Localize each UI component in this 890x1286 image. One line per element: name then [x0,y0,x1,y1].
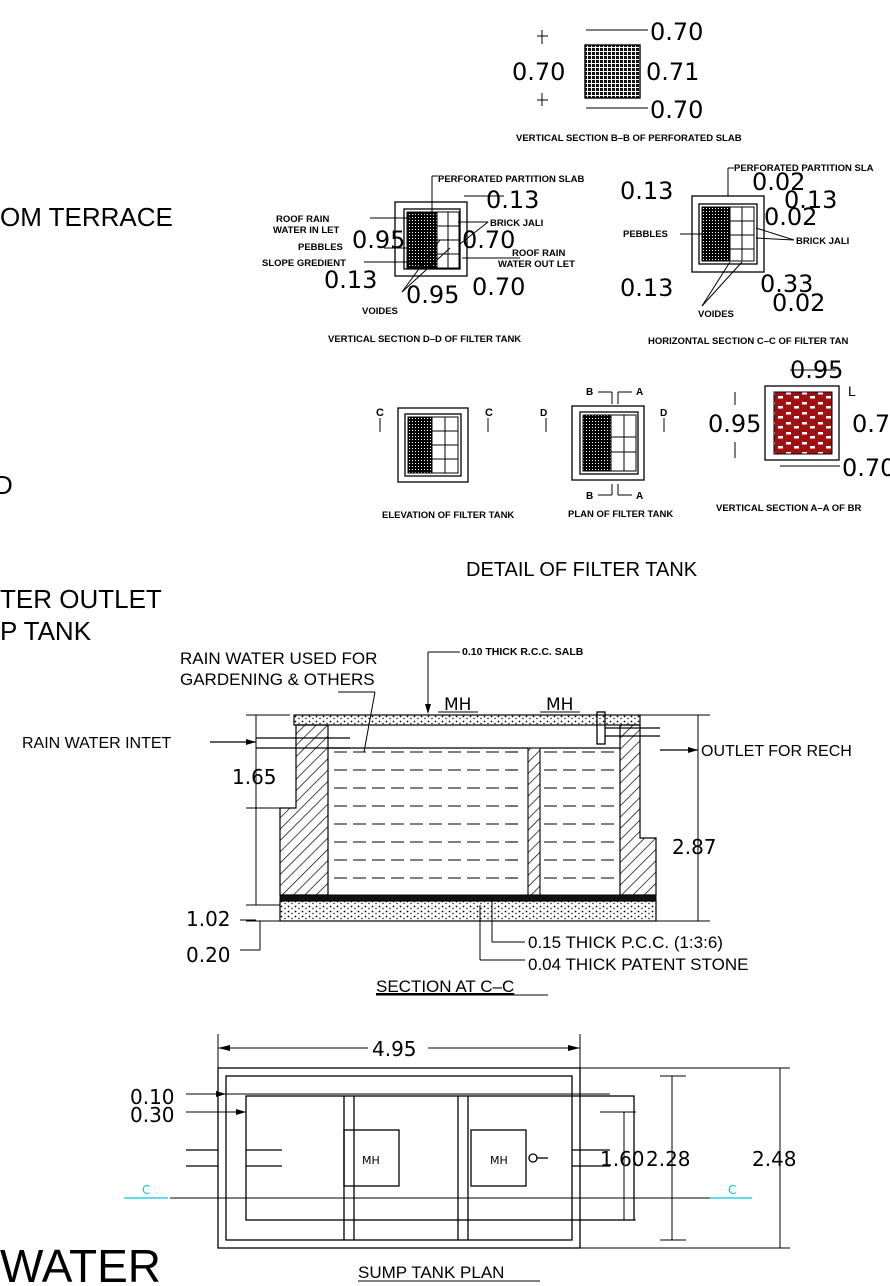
section-aa-dim-right: 0.70 [852,410,890,438]
sump-plan-dim-248: 2.48 [752,1147,797,1171]
fragment-d-mark: D [0,470,13,500]
section-dd-lbl-roof-in-1: ROOF RAIN [276,214,329,225]
sump-section-drawing: MH MH RAIN WATER USED FOR GARDENING & OT… [22,646,852,996]
fragment-outlet-line2: P TANK [0,616,92,646]
section-dd-lbl-partition: PERFORATED PARTITION SLAB [438,174,585,185]
sump-plan-title: SUMP TANK PLAN [358,1263,504,1282]
plan-d-left: D [540,408,547,419]
section-aa-detail: 0.95 0.95 L 0.70 0.70 VERTICAL SECTION A… [708,356,890,514]
slab-bb-dim-bottom: 0.70 [650,96,703,124]
section-aa-dim-left: 0.95 [708,410,761,438]
plan-b-top: B [586,387,593,398]
elevation-c-right: C [485,407,493,419]
section-aa-dim-bottom: 0.70 [842,454,890,482]
section-aa-title: VERTICAL SECTION A–A OF BR [716,503,861,514]
section-cc-dim-013-a: 0.13 [620,177,673,205]
section-cc-title: HORIZONTAL SECTION C–C OF FILTER TAN [648,336,849,347]
section-dd-dim-013-top: 0.13 [486,186,539,214]
section-dd-dim-070-right: 0.70 [462,226,515,254]
sump-plan-mh-2: MH [490,1154,508,1167]
section-cc-lbl-partition: PERFORATED PARTITION SLA [734,163,874,174]
sump-section-lbl-slab: 0.10 THICK R.C.C. SALB [462,646,584,658]
sump-plan-dim-030: 0.30 [130,1103,175,1127]
section-dd-dim-095-bottom: 0.95 [406,281,459,309]
section-cc-lbl-voides: VOIDES [698,309,734,320]
section-dd-lbl-pebbles: PEBBLES [298,242,343,253]
section-aa-mark-l: L [848,383,856,399]
section-dd-lbl-roof-out-2: WATER OUT LET [498,259,575,270]
slab-bb-dim-right: 0.71 [646,58,699,86]
section-cc-dim-002-c: 0.02 [772,289,825,317]
sump-plan-mh-1: MH [362,1154,380,1167]
elevation-detail: C C ELEVATION OF FILTER TANK [376,407,514,521]
sump-plan-dim-010: 0.10 [130,1085,175,1109]
section-cc-lbl-pebbles: PEBBLES [623,229,668,240]
sump-section-mh-1: MH [444,695,471,715]
fragment-outlet-line1: TER OUTLET [0,584,162,614]
sump-section-lbl-used-1: RAIN WATER USED FOR [180,649,377,668]
section-dd-lbl-voides: VOIDES [362,306,398,317]
slab-bb-dim-left: 0.70 [512,58,565,86]
section-dd-dim-095-left: 0.95 [352,226,405,254]
section-dd-lbl-brick-jali: BRICK JALI [490,218,543,229]
sump-plan-c-left: C [142,1183,150,1197]
sump-section-mh-2: MH [546,695,573,715]
fragment-water: WATER [0,1240,161,1286]
sump-plan-dim-228: 2.28 [646,1147,691,1171]
detail-title: DETAIL OF FILTER TANK [466,559,698,581]
sump-section-title: SECTION AT C–C [376,977,514,996]
slab-bb-title: VERTICAL SECTION B–B OF PERFORATED SLAB [516,133,742,144]
section-cc-dim-033: 0.33 [760,270,813,298]
section-cc-detail: PERFORATED PARTITION SLA 0.13 0.02 0.13 … [620,163,874,347]
elevation-title: ELEVATION OF FILTER TANK [382,510,514,521]
section-dd-lbl-roof-in-2: WATER IN LET [273,225,340,236]
section-dd-dim-070-bottom: 0.70 [472,273,525,301]
section-cc-dim-013-c: 0.13 [620,274,673,302]
sump-section-lbl-stone: 0.04 THICK PATENT STONE [528,955,748,974]
plan-title: PLAN OF FILTER TANK [568,509,673,520]
plan-b-bot: B [586,491,593,502]
sump-plan-dim-160: 1.60 [600,1147,645,1171]
sump-section-lbl-used-2: GARDENING & OTHERS [180,670,375,689]
elevation-c-left: C [376,407,384,419]
plan-d-right: D [660,408,667,419]
slab-bb-dim-top: 0.70 [650,18,703,46]
sump-section-dim-102: 1.02 [186,907,231,931]
fragment-terrace: OM TERRACE [0,202,173,232]
plan-a-top: A [636,387,643,398]
section-cc-dim-013-b: 0.13 [784,186,837,214]
sump-plan-dim-495: 4.95 [372,1037,417,1061]
sump-section-lbl-inlet: RAIN WATER INTET [22,735,172,752]
sump-section-dim-020: 0.20 [186,943,231,967]
sump-section-dim-165: 1.65 [232,765,277,789]
section-dd-detail: PERFORATED PARTITION SLAB 0.13 BRICK JAL… [262,174,585,345]
plan-filter-detail: B A D D B A PLAN OF FILTER TANK [540,387,673,520]
section-cc-dim-002-b: 0.02 [764,203,817,231]
slab-bb-detail: 0.70 0.70 0.71 0.70 VERTICAL SECTION B–B… [512,18,742,144]
section-cc-lbl-brick-jali: BRICK JALI [796,236,849,247]
sump-plan-drawing: C C 4.95 0.10 0.30 1.60 2.28 2.48 MH MH … [124,1034,797,1282]
section-dd-lbl-slope: SLOPE GREDIENT [262,258,346,269]
section-cc-dim-002-a: 0.02 [752,168,805,196]
sump-section-lbl-outlet: OUTLET FOR RECH [701,743,852,760]
sump-section-dim-287: 2.87 [672,835,717,859]
sump-section-lbl-pcc: 0.15 THICK P.C.C. (1:3:6) [528,933,723,952]
section-dd-lbl-roof-out-1: ROOF RAIN [512,248,565,259]
section-dd-title: VERTICAL SECTION D–D OF FILTER TANK [328,334,521,345]
section-aa-dim-top: 0.95 [790,356,843,384]
sump-plan-c-right: C [728,1183,736,1197]
plan-a-bot: A [636,491,643,502]
section-dd-dim-013-bottom: 0.13 [324,266,377,294]
